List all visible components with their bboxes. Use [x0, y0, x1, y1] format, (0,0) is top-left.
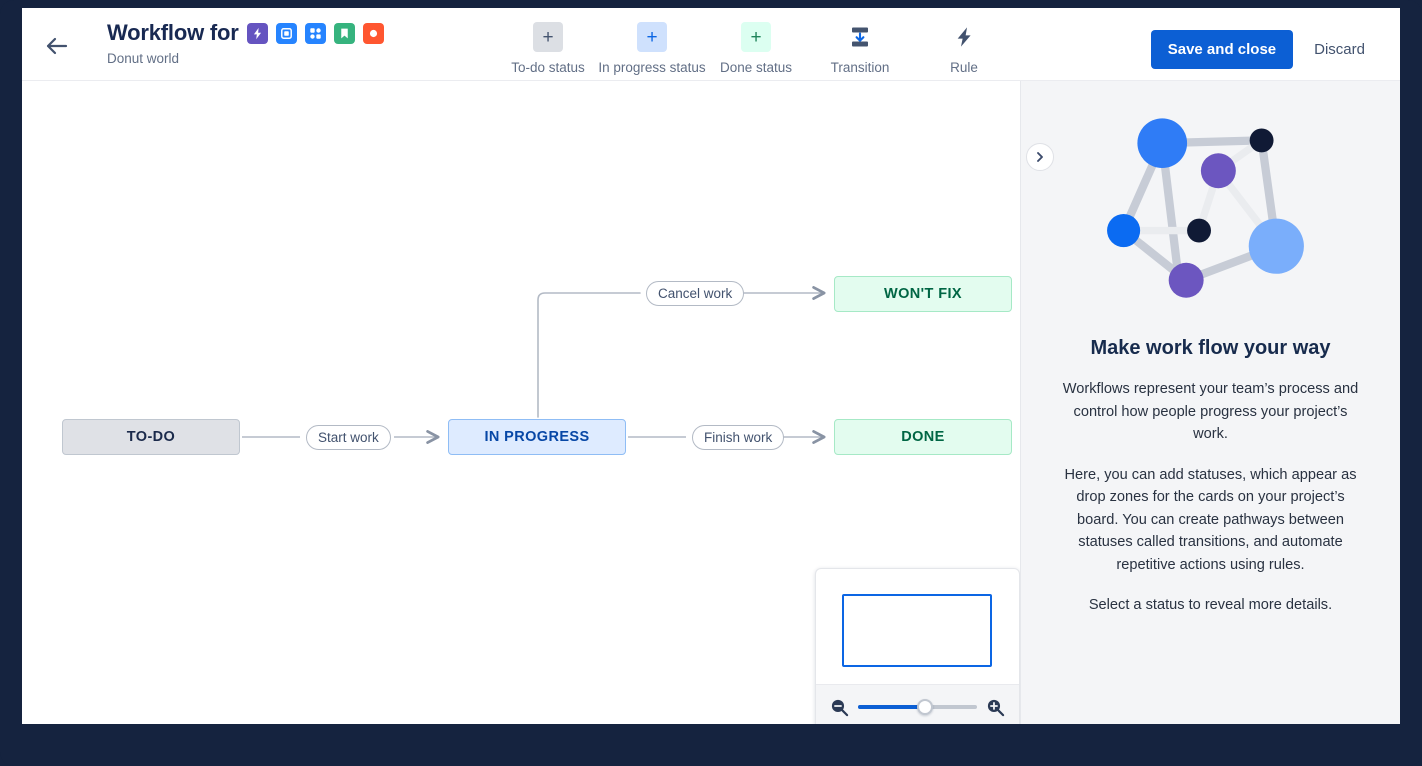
header-actions: Save and close Discard	[1150, 30, 1378, 69]
zoom-slider-handle[interactable]	[916, 699, 933, 715]
lightning-icon	[949, 22, 979, 52]
panel-paragraph-3: Select a status to reveal more details.	[1088, 597, 1333, 613]
status-node-in-progress[interactable]: IN PROGRESS	[448, 419, 626, 455]
project-subtitle: Donut world	[107, 51, 180, 66]
circle-badge[interactable]	[362, 22, 384, 44]
lightning-badge[interactable]	[246, 22, 268, 44]
plus-icon: +	[533, 22, 563, 52]
add-done-status-button[interactable]: + Done status	[704, 18, 808, 76]
rounded-square-icon	[280, 27, 292, 39]
add-transition-label: Transition	[830, 60, 890, 75]
workflow-editor: Workflow for	[22, 8, 1400, 724]
status-node-in-progress-label: IN PROGRESS	[484, 429, 590, 445]
zoom-in-icon[interactable]	[986, 698, 1005, 717]
zoom-slider[interactable]	[858, 699, 977, 715]
page-title: Workflow for	[107, 20, 239, 45]
zoom-slider-fill	[858, 705, 925, 709]
transition-label-cancel-work[interactable]: Cancel work	[646, 281, 745, 306]
save-and-close-button[interactable]: Save and close	[1150, 30, 1294, 69]
status-node-todo-label: TO-DO	[126, 429, 176, 445]
lightning-glyph	[957, 27, 971, 47]
add-in-progress-status-button[interactable]: + In progress status	[598, 18, 706, 76]
add-in-progress-status-label: In progress status	[598, 60, 706, 75]
network-graph-illustration	[1106, 118, 1304, 298]
status-node-done-label: DONE	[901, 429, 945, 445]
toolbar: + To-do status + In progress status + Do…	[496, 18, 1016, 76]
lightning-bolt-icon	[253, 27, 261, 39]
plus-icon: +	[741, 22, 771, 52]
transition-edges	[242, 286, 826, 444]
status-node-todo[interactable]: TO-DO	[62, 419, 240, 455]
arrow-left-icon	[46, 37, 68, 55]
zoom-controls	[816, 684, 1019, 724]
add-transition-button[interactable]: Transition	[808, 18, 912, 76]
board-badge[interactable]	[304, 22, 326, 44]
board-blocks-icon	[309, 27, 321, 39]
plus-icon: +	[637, 22, 667, 52]
bookmark-icon	[340, 28, 348, 38]
add-rule-button[interactable]: Rule	[912, 18, 1016, 76]
panel-paragraph-1: Workflows represent your team’s process …	[1062, 381, 1359, 442]
transition-label-start-work[interactable]: Start work	[306, 425, 391, 450]
bookmark-badge[interactable]	[333, 22, 355, 44]
transition-label-finish-work[interactable]: Finish work	[692, 425, 785, 450]
status-node-wont-fix[interactable]: WON'T FIX	[834, 276, 1012, 312]
collapse-panel-button[interactable]	[1026, 143, 1054, 171]
square-badge[interactable]	[275, 22, 297, 44]
transition-finish-work-text: Finish work	[704, 430, 773, 445]
filled-circle-icon	[369, 29, 377, 37]
transition-start-work-text: Start work	[318, 430, 379, 445]
add-rule-label: Rule	[950, 60, 978, 75]
discard-button[interactable]: Discard	[1301, 30, 1378, 69]
back-button[interactable]	[40, 29, 74, 63]
header-bar: Workflow for	[22, 8, 1400, 81]
info-panel: Make work flow your way Workflows repres…	[1020, 81, 1400, 724]
transition-icon	[845, 22, 875, 52]
chevron-right-icon	[1037, 152, 1043, 162]
minimap-panel	[815, 568, 1020, 724]
status-node-done[interactable]: DONE	[834, 419, 1012, 455]
minimap-viewport[interactable]	[842, 594, 992, 667]
panel-heading: Make work flow your way	[1090, 337, 1331, 359]
title-block: Workflow for	[107, 19, 384, 67]
add-todo-status-label: To-do status	[511, 60, 585, 75]
transition-cancel-work-text: Cancel work	[658, 286, 733, 301]
add-todo-status-button[interactable]: + To-do status	[496, 18, 600, 76]
workflow-canvas[interactable]: TO-DO IN PROGRESS DONE WON'T FIX Start w…	[22, 81, 1020, 724]
zoom-out-icon[interactable]	[830, 698, 849, 717]
transition-glyph	[852, 27, 868, 47]
status-node-wont-fix-label: WON'T FIX	[884, 286, 962, 302]
add-done-status-label: Done status	[719, 60, 793, 75]
panel-paragraph-2: Here, you can add statuses, which appear…	[1064, 466, 1357, 573]
